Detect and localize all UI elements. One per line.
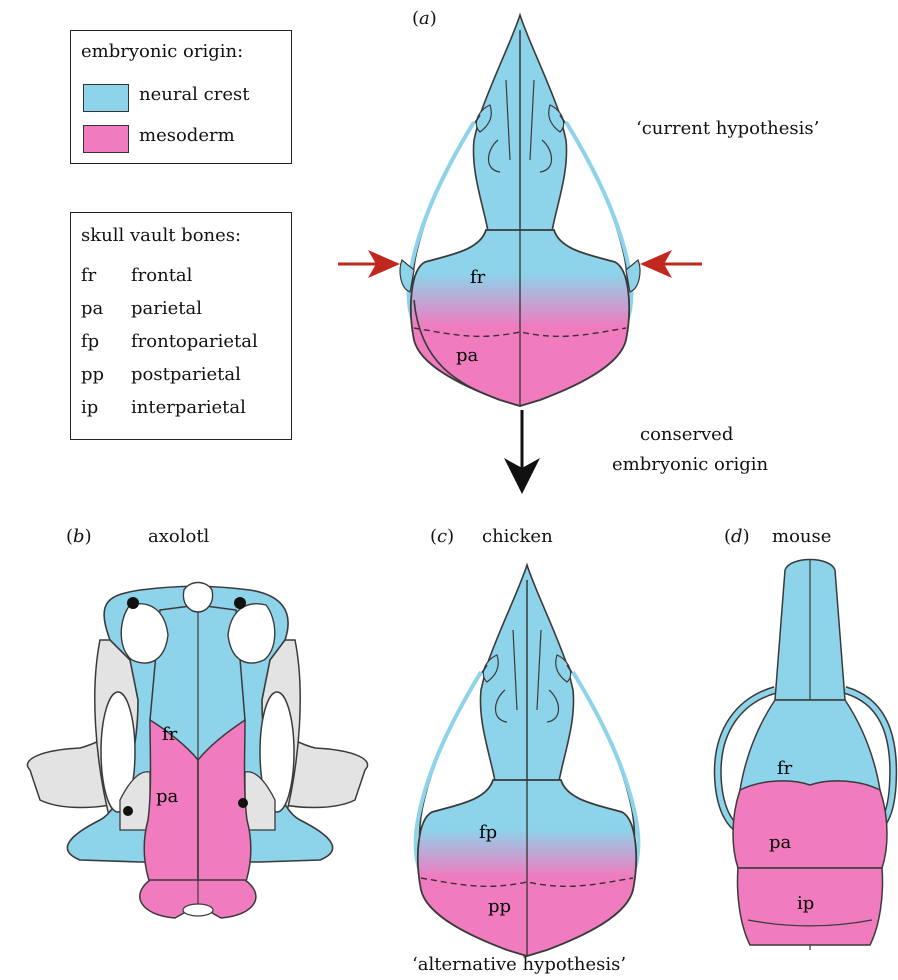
- red-arrow-right: [640, 250, 702, 278]
- panel-a-label-pa: pa: [456, 345, 479, 366]
- panel-a-label-fr: fr: [470, 267, 486, 288]
- panel-d-label-fr: fr: [777, 758, 793, 779]
- panel-a-skull: [400, 15, 640, 406]
- panel-d-label-pa: pa: [769, 832, 792, 853]
- panel-d-skull: [718, 560, 893, 951]
- panel-d-label-ip: ip: [797, 893, 814, 914]
- panel-b-label-pa: pa: [156, 786, 179, 807]
- panel-c-label-pp: pp: [488, 896, 511, 917]
- panel-b-skull: [27, 583, 367, 919]
- panel-b-label-fr: fr: [162, 724, 178, 745]
- red-arrow-left: [338, 250, 400, 278]
- down-arrow: [504, 410, 540, 494]
- panel-c-skull: [416, 565, 639, 956]
- panel-c-label-fp: fp: [479, 822, 497, 843]
